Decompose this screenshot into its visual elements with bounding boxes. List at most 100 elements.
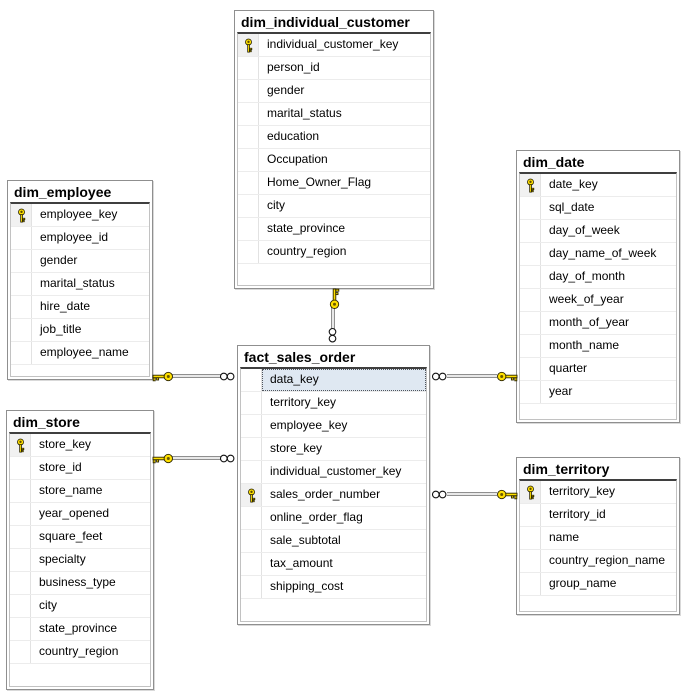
primary-key-icon	[244, 38, 252, 53]
table-title[interactable]: dim_employee	[14, 184, 112, 200]
column-row[interactable]: state_province	[238, 218, 430, 241]
column-name: quarter	[549, 361, 588, 375]
relationship-line-date-fact[interactable]	[447, 374, 497, 378]
table-dim-individual-customer[interactable]: dim_individual_customer individual_custo…	[234, 10, 434, 289]
column-row[interactable]: country_region	[10, 641, 150, 664]
table-dim-territory[interactable]: dim_territory territory_key	[516, 457, 680, 615]
column-row[interactable]: day_name_of_week	[520, 243, 676, 266]
column-row[interactable]: store_name	[10, 480, 150, 503]
column-row[interactable]: individual_customer_key	[241, 461, 426, 484]
table-dim-store[interactable]: dim_store store_key	[6, 410, 154, 690]
column-list: store_key store_id	[9, 432, 151, 687]
column-row[interactable]: gender	[11, 250, 149, 273]
column-row[interactable]: employee_key	[241, 415, 426, 438]
column-row[interactable]: sql_date	[520, 197, 676, 220]
pk-cell	[241, 392, 262, 414]
many-side-infinity-icon	[219, 371, 236, 382]
column-row[interactable]: day_of_month	[520, 266, 676, 289]
table-title[interactable]: dim_individual_customer	[241, 14, 410, 30]
column-row[interactable]: gender	[238, 80, 430, 103]
pk-cell	[241, 415, 262, 437]
column-row[interactable]: individual_customer_key	[238, 34, 430, 57]
column-row[interactable]: country_region_name	[520, 550, 676, 573]
pk-cell	[520, 550, 541, 572]
column-row[interactable]: city	[238, 195, 430, 218]
column-row[interactable]: Home_Owner_Flag	[238, 172, 430, 195]
column-row[interactable]: week_of_year	[520, 289, 676, 312]
relationship-line-store-fact[interactable]	[172, 456, 222, 460]
one-side-key-icon	[496, 488, 518, 501]
column-row[interactable]: online_order_flag	[241, 507, 426, 530]
column-name: name	[549, 530, 580, 544]
pk-cell	[520, 289, 541, 311]
column-row[interactable]: job_title	[11, 319, 149, 342]
column-row[interactable]: square_feet	[10, 526, 150, 549]
column-row[interactable]: sales_order_number	[241, 484, 426, 507]
column-row[interactable]: city	[10, 595, 150, 618]
column-row[interactable]: data_key	[241, 369, 426, 392]
column-row[interactable]: day_of_week	[520, 220, 676, 243]
column-row[interactable]: territory_key	[520, 481, 676, 504]
relationship-line-territory-fact[interactable]	[447, 492, 497, 496]
column-row[interactable]: year_opened	[10, 503, 150, 526]
column-row[interactable]: quarter	[520, 358, 676, 381]
table-dim-date[interactable]: dim_date date_key	[516, 150, 680, 423]
column-row[interactable]: education	[238, 126, 430, 149]
pk-cell	[238, 195, 259, 217]
primary-key-icon	[17, 208, 25, 223]
column-name: individual_customer_key	[267, 37, 399, 51]
primary-key-icon	[526, 485, 534, 500]
column-row[interactable]: year	[520, 381, 676, 404]
column-row[interactable]: store_key	[241, 438, 426, 461]
column-name: day_of_week	[549, 223, 620, 237]
column-name: online_order_flag	[270, 510, 363, 524]
pk-cell	[241, 484, 262, 506]
relationship-line-customer-fact[interactable]	[331, 306, 335, 330]
column-row[interactable]: business_type	[10, 572, 150, 595]
column-row[interactable]: country_region	[238, 241, 430, 264]
column-row[interactable]: shipping_cost	[241, 576, 426, 599]
table-title[interactable]: dim_date	[523, 154, 585, 170]
pk-cell	[238, 80, 259, 102]
column-row[interactable]: territory_key	[241, 392, 426, 415]
column-name: state_province	[267, 221, 346, 235]
column-name: city	[39, 598, 57, 612]
many-side-infinity-icon	[431, 489, 448, 500]
column-row[interactable]: month_of_year	[520, 312, 676, 335]
column-row[interactable]: Occupation	[238, 149, 430, 172]
column-row[interactable]: group_name	[520, 573, 676, 596]
column-row[interactable]: month_name	[520, 335, 676, 358]
column-row[interactable]: specialty	[10, 549, 150, 572]
column-list: individual_customer_key person_id	[237, 32, 431, 286]
column-row[interactable]: employee_id	[11, 227, 149, 250]
pk-cell	[10, 595, 31, 617]
table-dim-employee[interactable]: dim_employee employee_key	[7, 180, 153, 380]
column-row[interactable]: store_key	[10, 434, 150, 457]
table-title[interactable]: dim_store	[13, 414, 80, 430]
column-row[interactable]: hire_date	[11, 296, 149, 319]
pk-cell	[238, 172, 259, 194]
column-row[interactable]: marital_status	[11, 273, 149, 296]
column-name: store_key	[270, 441, 323, 455]
column-row[interactable]: marital_status	[238, 103, 430, 126]
column-row[interactable]: name	[520, 527, 676, 550]
relationship-line-employee-fact[interactable]	[172, 374, 222, 378]
column-name: job_title	[40, 322, 82, 336]
pk-cell	[11, 296, 32, 318]
column-row[interactable]: employee_name	[11, 342, 149, 365]
column-row[interactable]: person_id	[238, 57, 430, 80]
column-name: square_feet	[39, 529, 103, 543]
table-title[interactable]: dim_territory	[523, 461, 610, 477]
column-row[interactable]: sale_subtotal	[241, 530, 426, 553]
table-fact-sales-order[interactable]: fact_sales_order data_key	[237, 345, 430, 625]
column-row[interactable]: tax_amount	[241, 553, 426, 576]
many-side-infinity-icon	[431, 371, 448, 382]
column-row[interactable]: store_id	[10, 457, 150, 480]
column-row[interactable]: territory_id	[520, 504, 676, 527]
column-row[interactable]: state_province	[10, 618, 150, 641]
column-row[interactable]: employee_key	[11, 204, 149, 227]
table-title[interactable]: fact_sales_order	[244, 349, 356, 365]
column-row[interactable]: date_key	[520, 174, 676, 197]
column-name: store_key	[39, 437, 92, 451]
column-list: date_key sql_date	[519, 172, 677, 420]
